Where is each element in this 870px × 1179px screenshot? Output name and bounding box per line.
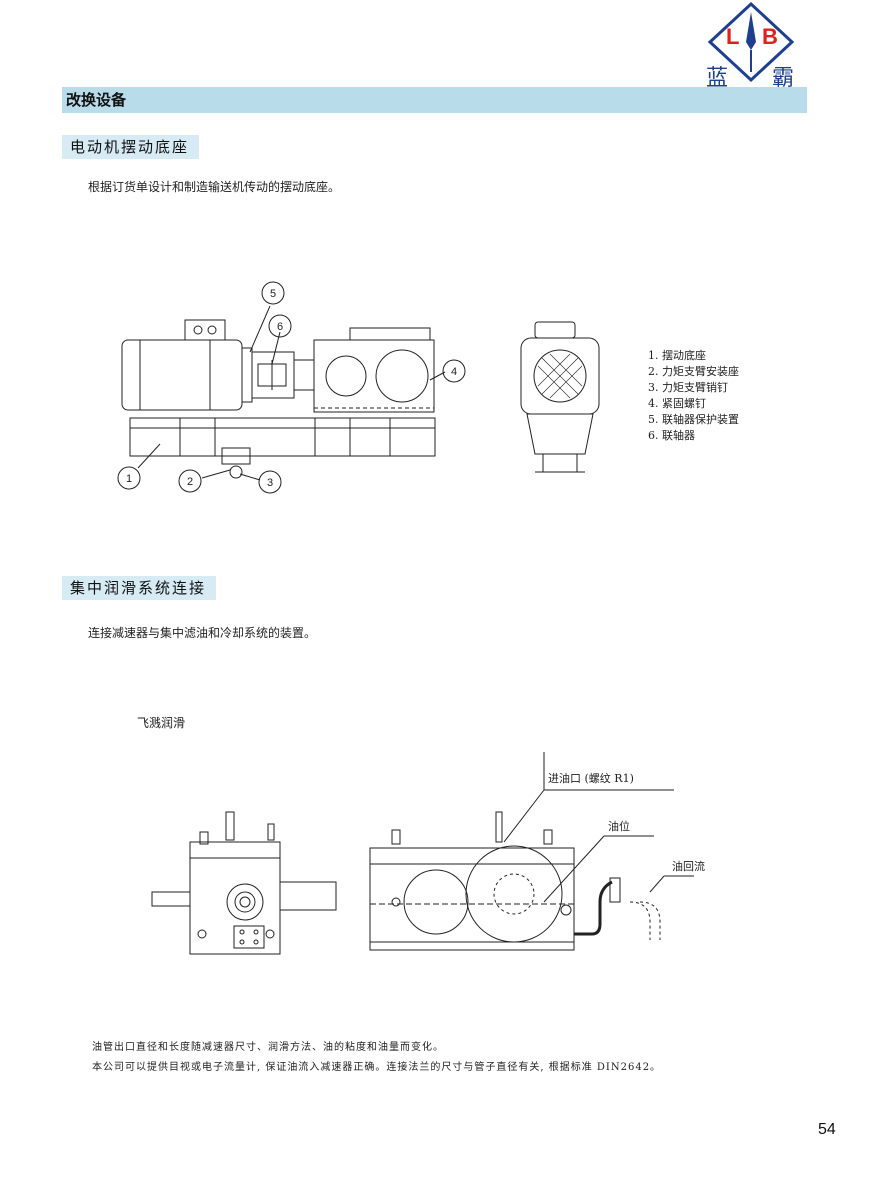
lubrication-note-2: 本公司可以提供目视或电子流量计, 保证油流入减速器正确。连接法兰的尺寸与管子直径… [92, 1062, 662, 1073]
legend-item: 2. 力矩支臂安装座 [648, 365, 739, 378]
swing-base-legend: 1. 摆动底座 2. 力矩支臂安装座 3. 力矩支臂销钉 4. 紧固螺钉 5. … [648, 348, 739, 444]
callout-2: 2 [187, 476, 193, 488]
logo-diamond-icon [706, 2, 796, 86]
logo-letter-b: B [762, 24, 778, 49]
company-logo: L B 蓝 霸 [706, 2, 796, 91]
swing-base-heading: 电动机摆动底座 [62, 135, 200, 159]
callout-4: 4 [451, 366, 457, 378]
gearbox-end-view-diagram [150, 810, 340, 960]
callout-3: 3 [267, 477, 273, 489]
callout-6: 6 [277, 321, 283, 333]
legend-item: 6. 联轴器 [648, 429, 695, 442]
legend-item: 3. 力矩支臂销钉 [648, 381, 728, 394]
callout-5: 5 [270, 288, 276, 300]
swing-base-description: 根据订货单设计和制造输送机传动的摆动底座。 [88, 180, 341, 194]
oil-level-label: 油位 [608, 820, 630, 833]
page-number: 54 [818, 1121, 836, 1138]
legend-item: 1. 摆动底座 [648, 349, 706, 362]
logo-cn-right: 霸 [772, 66, 795, 91]
swing-base-end-view-diagram [515, 318, 605, 483]
splash-lubrication-subheading: 飞溅润滑 [137, 716, 186, 730]
callout-1: 1 [126, 473, 132, 485]
oil-return-label: 油回流 [672, 860, 705, 873]
lubrication-note-1: 油管出口直径和长度随减速器尺寸、润滑方法、油的粘度和油量而变化。 [92, 1042, 444, 1053]
legend-item: 5. 联轴器保护装置 [648, 413, 739, 426]
section-title-bar: 改换设备 [62, 87, 807, 113]
swing-base-side-view-diagram: 5 6 4 1 2 3 [110, 280, 480, 500]
gearbox-side-view-oil-diagram [364, 752, 694, 962]
oil-inlet-label: 进油口 (螺纹 R1) [548, 772, 634, 785]
logo-letter-l: L [726, 24, 740, 49]
legend-item: 4. 紧固螺钉 [648, 397, 706, 410]
lubrication-description: 连接减速器与集中滤油和冷却系统的装置。 [88, 626, 317, 640]
logo-cn-left: 蓝 [706, 66, 729, 91]
lubrication-heading: 集中润滑系统连接 [62, 576, 217, 600]
